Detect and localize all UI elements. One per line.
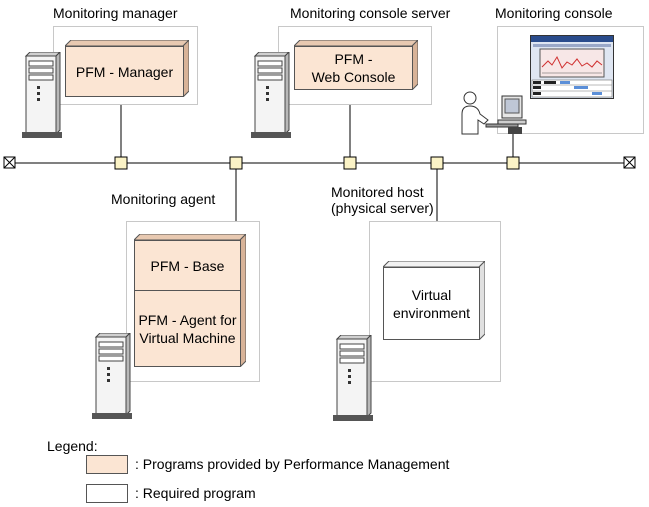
pfm-web-console-box: PFM - Web Console [294, 40, 418, 90]
junction-agent [229, 156, 243, 170]
pfm-web-console-label: PFM - Web Console [294, 46, 413, 90]
virtual-environment-label: Virtual environment [383, 267, 480, 340]
monitoring-console-server-title: Monitoring console server [290, 5, 451, 21]
legend-title: Legend: [47, 438, 98, 454]
monitored-host-title: Monitored host (physical server) [331, 184, 434, 216]
monitoring-agent-title: Monitoring agent [111, 191, 216, 207]
bus-terminator-left [3, 156, 16, 169]
monitoring-manager-title: Monitoring manager [53, 5, 178, 21]
pfm-manager-label: PFM - Manager [65, 46, 184, 97]
junction-host [430, 156, 444, 170]
pfm-agent-stack: PFM - Base PFM - Agent for Virtual Machi… [134, 234, 246, 367]
junction-console-server [343, 156, 357, 170]
virtual-environment-box: Virtual environment [383, 261, 485, 340]
pfm-agent-label: PFM - Agent for Virtual Machine [134, 290, 241, 367]
junction-console [506, 156, 520, 170]
legend-required-label: : Required program [135, 485, 256, 501]
legend-required-swatch [86, 484, 128, 503]
legend-pfm-label: : Programs provided by Performance Manag… [135, 456, 450, 472]
monitoring-console-title: Monitoring console [495, 5, 613, 21]
pfm-base-label: PFM - Base [134, 240, 241, 291]
junction-manager [114, 156, 128, 170]
bus-terminator-right [623, 156, 636, 169]
legend-pfm-swatch [86, 455, 128, 474]
pfm-manager-box: PFM - Manager [65, 40, 189, 97]
